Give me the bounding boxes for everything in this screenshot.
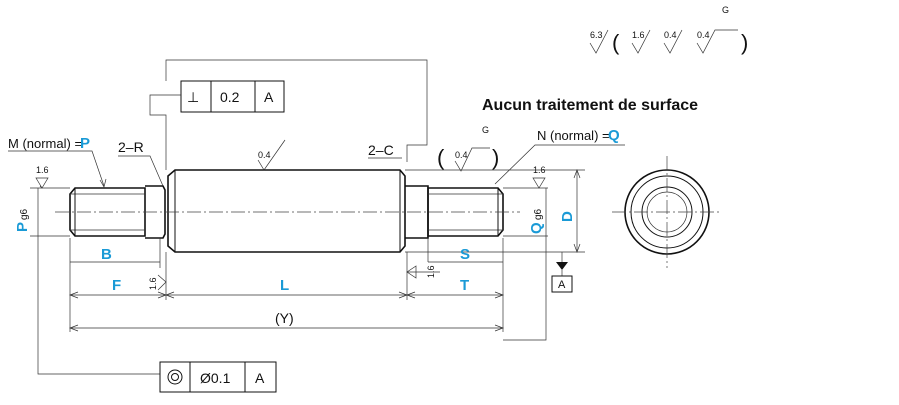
- q-diameter-label: Q: [528, 222, 545, 234]
- finish-symbol-icon: [589, 29, 609, 54]
- finish-general-value: 6.3: [590, 30, 603, 40]
- l-label: L: [280, 277, 289, 294]
- roughness-symbol-icon: [257, 139, 286, 171]
- s-label: S: [460, 246, 470, 263]
- c2-label: 2–C: [368, 142, 394, 158]
- concentricity-symbol-icon: [167, 369, 183, 385]
- roughness-symbol-icon: [35, 177, 49, 189]
- finish-value-2: 0.4: [664, 30, 677, 40]
- perpendicularity-symbol-icon: ⊥: [187, 89, 199, 105]
- d-label: D: [559, 211, 576, 222]
- finish-grind-symbol-icon: [696, 29, 738, 54]
- end-view: [612, 156, 722, 268]
- finish-value-3: 0.4: [697, 30, 710, 40]
- r2-label: 2–R: [118, 139, 144, 155]
- roughness-chamfer-group: 0.4: [455, 150, 468, 160]
- roughness-chamfer-grind: G: [482, 125, 489, 135]
- m-normal-label: M (normal) =: [8, 136, 82, 151]
- concentricity-datum: A: [255, 370, 265, 386]
- roughness-symbol-icon: [532, 177, 546, 189]
- dimensions: B S F L T (Y) 1.6 1.6: [37, 236, 547, 375]
- p-diameter-label: P: [14, 222, 31, 232]
- datum-a: A: [551, 252, 573, 293]
- perpendicularity-frame: ⊥ 0.2 A: [149, 59, 428, 170]
- q-label: Q: [608, 127, 620, 144]
- perpendicularity-datum: A: [264, 89, 274, 105]
- finish-value-1: 1.6: [632, 30, 645, 40]
- roughness-left-shoulder: 1.6: [148, 277, 158, 290]
- finish-bracket-close: ): [741, 30, 748, 55]
- finish-bracket-open: (: [612, 30, 620, 55]
- roughness-symbol-icon: [157, 274, 167, 291]
- p-label: P: [80, 135, 90, 152]
- svg-text:): ): [492, 145, 499, 170]
- n-normal-label: N (normal) =: [537, 128, 610, 143]
- finish-symbol-icon: [631, 29, 651, 54]
- finish-grind-label: G: [722, 5, 729, 15]
- surface-finish-legend: 6.3 ( 1.6 0.4 0.4 G ): [589, 5, 748, 55]
- main-body: [167, 169, 406, 253]
- concentricity-frame: Ø0.1 A: [159, 361, 277, 393]
- t-label: T: [460, 277, 469, 294]
- perpendicularity-value: 0.2: [220, 89, 240, 105]
- datum-a-label: A: [558, 279, 566, 291]
- b-label: B: [101, 246, 112, 263]
- roughness-left-thread: 1.6: [36, 165, 49, 175]
- shaft-side-view: [55, 169, 520, 253]
- q-tolerance-label: g6: [533, 208, 544, 220]
- surface-treatment-note: Aucun traitement de surface: [482, 97, 698, 114]
- roughness-grind-icon: [454, 147, 490, 172]
- svg-text:(: (: [437, 145, 445, 170]
- p-tolerance-label: g6: [19, 208, 30, 220]
- finish-symbol-icon: [663, 29, 683, 54]
- roughness-body: 0.4: [258, 150, 271, 160]
- y-label: (Y): [275, 310, 294, 326]
- f-label: F: [112, 277, 121, 294]
- concentricity-value: Ø0.1: [200, 370, 231, 386]
